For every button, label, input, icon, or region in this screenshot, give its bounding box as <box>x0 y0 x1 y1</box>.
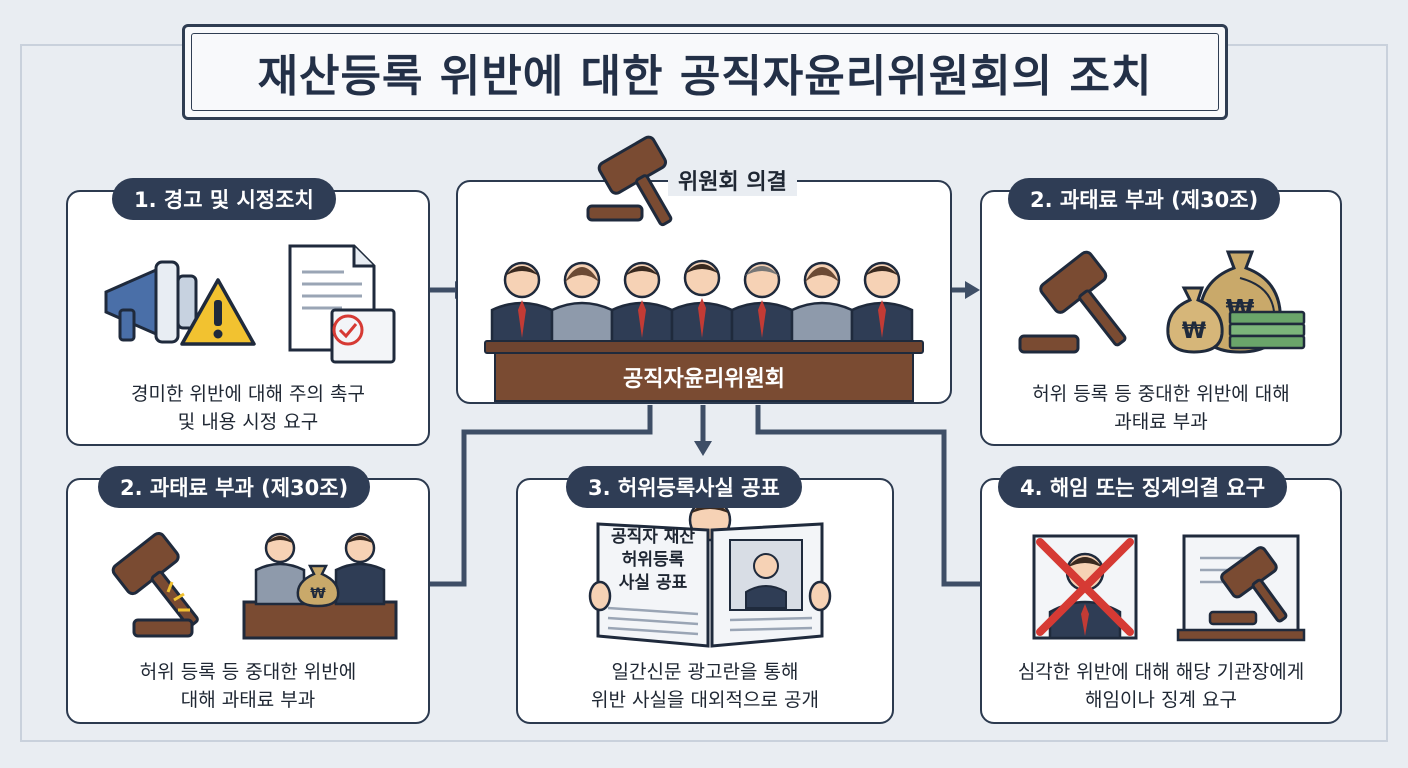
committee-desk-front: 공직자윤리위원회 <box>494 352 914 402</box>
fine-right-desc-line2: 과태료 부과 <box>1114 411 1208 433</box>
frame-line-right <box>1386 44 1388 742</box>
warning-label: 1. 경고 및 시정조치 <box>112 178 336 220</box>
frame-line-bottom <box>20 740 1388 742</box>
newspaper-icon <box>588 498 832 648</box>
newspaper-line1: 공직자 재산 <box>610 527 696 547</box>
newspaper-line3: 사실 공표 <box>618 573 688 593</box>
svg-text:₩: ₩ <box>1182 319 1206 344</box>
fine-right-label: 2. 과태료 부과 (제30조) <box>1008 178 1281 220</box>
warning-desc-line2: 및 내용 시정 요구 <box>177 411 319 433</box>
gavel-on-board-icon <box>1176 534 1306 642</box>
announce-label: 3. 허위등록사실 공표 <box>566 466 802 508</box>
frame-line-left <box>20 44 22 742</box>
title-banner: 재산등록 위반에 대한 공직자윤리위원회의 조치 <box>182 24 1228 120</box>
fine-left-description: 허위 등록 등 중대한 위반에 대해 과태료 부과 <box>66 658 430 714</box>
announce-description: 일간신문 광고란을 통해 위반 사실을 대외적으로 공개 <box>516 658 894 714</box>
dismissal-desc-line2: 해임이나 징계 요구 <box>1085 689 1237 711</box>
page-title: 재산등록 위반에 대한 공직자윤리위원회의 조치 <box>257 51 1153 102</box>
warning-desc-line1: 경미한 위반에 대해 주의 촉구 <box>131 383 365 405</box>
fine-right-description: 허위 등록 등 중대한 위반에 대해 과태료 부과 <box>980 380 1342 436</box>
newspaper-line2: 허위등록 <box>621 550 685 570</box>
fine-left-desc-line2: 대해 과태료 부과 <box>180 689 316 711</box>
committee-members-illustration <box>490 259 914 350</box>
dismissal-label: 4. 해임 또는 징계의결 요구 <box>998 466 1288 508</box>
document-check-icon <box>288 244 396 364</box>
committee-desk-label: 공직자윤리위원회 <box>623 367 785 392</box>
crossed-out-official-icon <box>1032 534 1138 640</box>
committee-resolution-label: 위원회 의결 <box>668 164 797 196</box>
announce-desc-line2: 위반 사실을 대외적으로 공개 <box>591 689 819 711</box>
gavel-icon <box>586 135 673 227</box>
dismissal-desc-line1: 심각한 위반에 대해 해당 기관장에게 <box>1017 661 1305 683</box>
fine-left-desc-line1: 허위 등록 등 중대한 위반에 <box>139 661 357 683</box>
svg-text:₩: ₩ <box>310 586 326 602</box>
fine-left-label: 2. 과태료 부과 (제30조) <box>98 466 371 508</box>
megaphone-icon <box>104 260 198 344</box>
official-bribe-illustration: ₩ <box>242 532 398 640</box>
warning-description: 경미한 위반에 대해 주의 촉구 및 내용 시정 요구 <box>66 380 430 436</box>
dismissal-description: 심각한 위반에 대해 해당 기관장에게 해임이나 징계 요구 <box>980 658 1342 714</box>
warning-triangle-icon <box>180 278 256 346</box>
newspaper-headline: 공직자 재산 허위등록 사실 공표 <box>600 526 706 595</box>
gavel-icon <box>1018 250 1127 354</box>
fine-right-desc-line1: 허위 등록 등 중대한 위반에 대해 <box>1032 383 1290 405</box>
gavel-icon <box>111 531 199 638</box>
cash-stack-icon <box>1228 310 1306 350</box>
announce-desc-line1: 일간신문 광고란을 통해 <box>611 661 799 683</box>
